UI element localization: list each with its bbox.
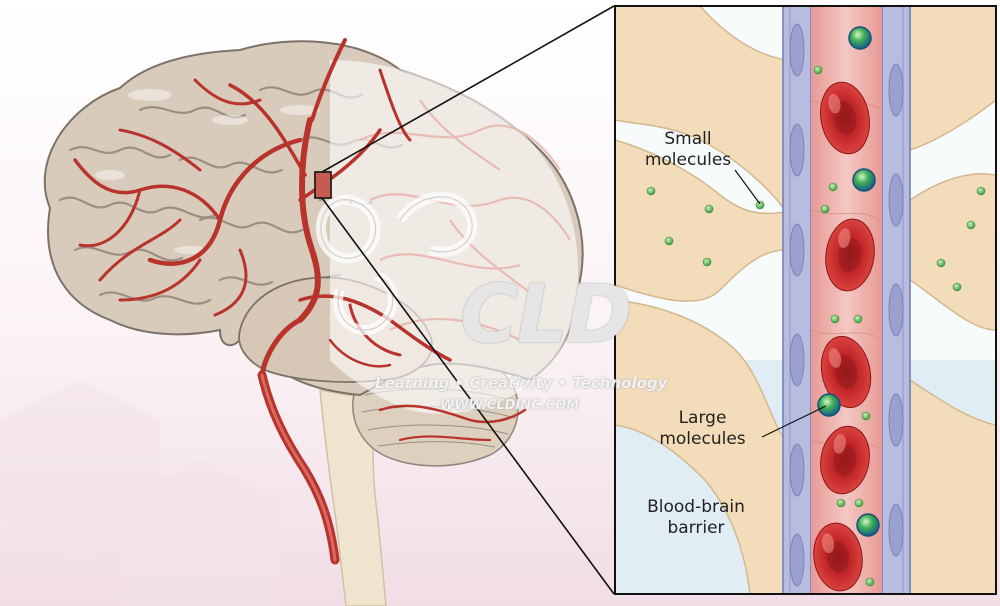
zoom-region-box <box>314 171 332 199</box>
label-blood-brain-barrier: Blood-brain barrier <box>632 497 760 539</box>
faded-arteries <box>359 99 571 341</box>
label-large-molecules-line2: molecules <box>659 429 746 449</box>
zoom-line-bottom <box>321 197 615 595</box>
background-hexagons <box>0 380 280 606</box>
watermark-url: WWW.CLDINC.COM <box>440 398 580 413</box>
label-bbb-line1: Blood-brain <box>647 497 745 517</box>
small-molecules-leader <box>734 169 761 205</box>
label-small-molecules-line1: Small <box>664 129 712 149</box>
vessel-wall <box>782 6 911 594</box>
label-large-molecules: Large molecules <box>640 408 765 450</box>
large-molecules <box>817 26 880 537</box>
small-molecules <box>646 65 986 587</box>
label-small-molecules: Small molecules <box>628 129 748 171</box>
red-blood-cells <box>813 81 875 592</box>
watermark-logo-text: CLD <box>460 268 632 361</box>
faded-brain-overlay <box>330 60 579 414</box>
brain-arteries <box>73 38 527 565</box>
label-bbb-line2: barrier <box>667 518 725 538</box>
large-molecules-leader <box>761 405 827 438</box>
label-large-molecules-line1: Large <box>678 408 727 428</box>
zoom-line-top <box>321 5 615 173</box>
magnified-panel-border <box>614 5 997 595</box>
watermark-logo-outline <box>320 196 473 331</box>
magnified-panel <box>615 6 996 594</box>
astrocyte-processes <box>615 6 996 594</box>
watermark-tagline: Learning • Creativity • Technology <box>375 374 668 392</box>
label-small-molecules-line2: molecules <box>644 150 732 170</box>
